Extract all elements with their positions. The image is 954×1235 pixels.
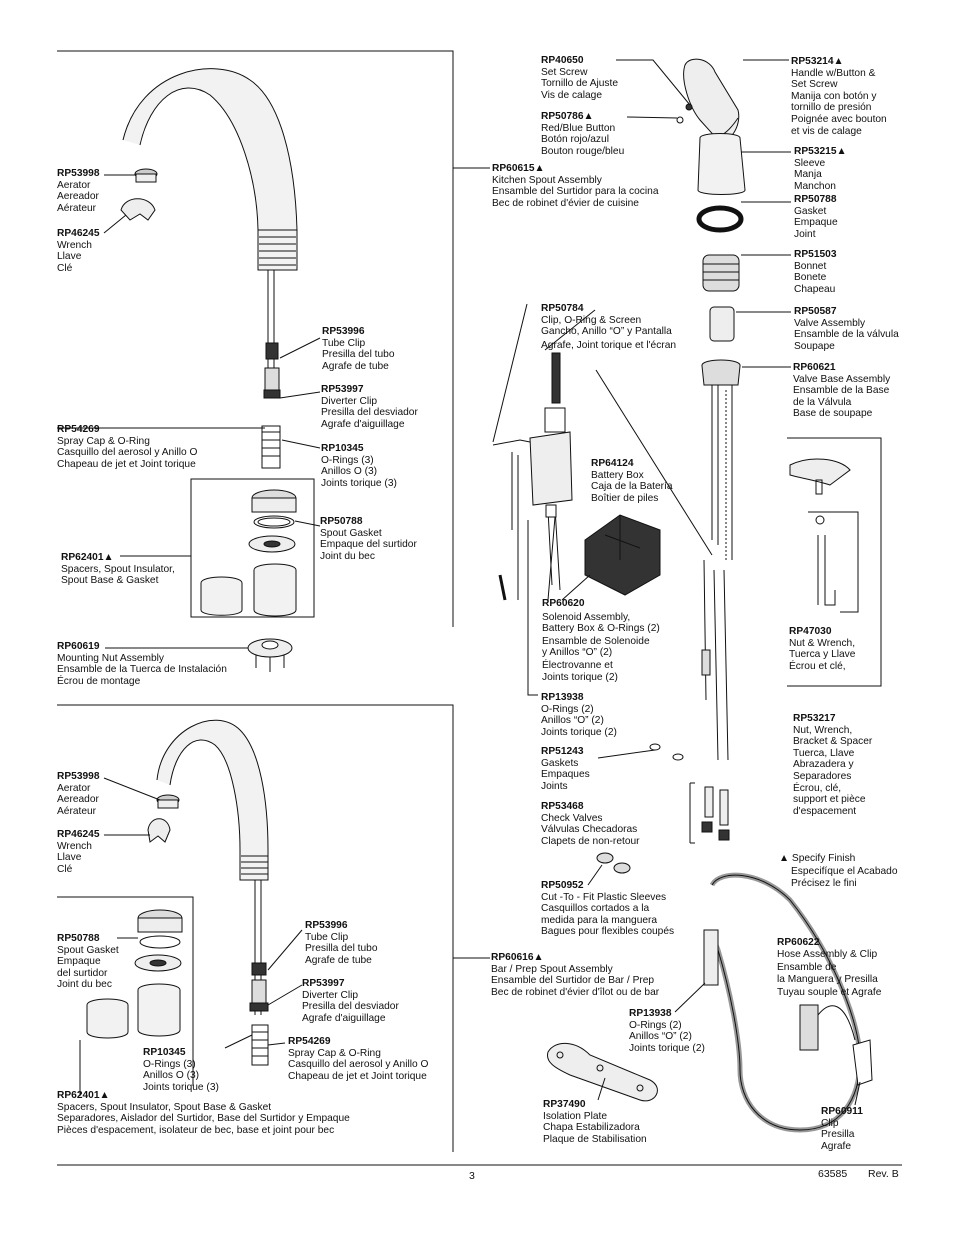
kitchen-spout-illustration xyxy=(120,68,298,469)
leader-lines-right xyxy=(616,59,791,368)
label-o-rings-bottom: RP10345 O-Rings (3) Anillos O (3) Joints… xyxy=(143,1047,219,1093)
label-red-blue-button: RP50786▲ Red/Blue Button Botón rojo/azul… xyxy=(541,111,625,157)
label-o-rings-top: RP10345 O-Rings (3) Anillos O (3) Joints… xyxy=(321,443,397,489)
label-plastic-sleeves: RP50952 Cut -To - Fit Plastic Sleeves Ca… xyxy=(541,880,675,938)
bracket-wrench-illustration xyxy=(789,458,859,613)
spacer-parts-bottom xyxy=(86,909,183,1039)
label-spray-cap-bottom: RP54269 Spray Cap & O-Ring Casquillo del… xyxy=(288,1036,429,1082)
label-nut-bracket-spacer: RP53217 Nut, Wrench, Bracket & Spacer Tu… xyxy=(793,713,873,817)
label-isolation-plate: RP37490 Isolation Plate Chapa Estabiliza… xyxy=(543,1099,647,1145)
label-spout-gasket-bottom: RP50788 Spout Gasket Empaque del surtido… xyxy=(57,933,119,991)
label-gaskets: RP51243 Gaskets Empaques Joints xyxy=(541,746,590,792)
page-number: 3 xyxy=(469,1170,475,1182)
label-valve-assembly: RP50587 Valve Assembly Ensamble de la vá… xyxy=(794,306,899,352)
label-diverter-clip-bottom: RP53997 Diverter Clip Presilla del desvi… xyxy=(302,978,399,1024)
label-o-rings-mid: RP13938 O-Rings (2) Anillos “O” (2) Join… xyxy=(541,692,617,738)
label-kitchen-spout-assembly: RP60615▲ Kitchen Spout Assembly Ensamble… xyxy=(492,163,659,209)
label-diverter-clip-top: RP53997 Diverter Clip Presilla del desvi… xyxy=(321,384,418,430)
document-number: 63585 xyxy=(818,1168,848,1180)
label-solenoid-assembly: RP60620 Solenoid Assembly, Battery Box &… xyxy=(542,598,660,683)
isolation-plate-illustration xyxy=(546,1042,658,1102)
label-mounting-nut: RP60619 Mounting Nut Assembly Ensamble d… xyxy=(57,641,227,687)
label-bar-prep-spout-assembly: RP60616▲ Bar / Prep Spout Assembly Ensam… xyxy=(491,952,660,998)
supply-tubes-illustration xyxy=(649,559,730,844)
label-bonnet: RP51503 Bonnet Bonete Chapeau xyxy=(794,249,837,295)
label-set-screw: RP40650 Set Screw Tornillo de Ajuste Vis… xyxy=(541,55,619,101)
label-hose-clip: RP60911 Clip Presilla Agrafe xyxy=(821,1106,863,1152)
label-spout-gasket-top: RP50788 Spout Gasket Empaque del surtido… xyxy=(320,516,417,562)
label-valve-base: RP60621 Valve Base Assembly Ensamble de … xyxy=(793,362,891,420)
bar-prep-spout-illustration xyxy=(147,719,269,1066)
label-wrench-top: RP46245 Wrench Llave Clé xyxy=(57,228,100,274)
label-hose-assembly: RP60622 Hose Assembly & Clip Ensamble de… xyxy=(777,937,882,999)
label-o-rings-hose: RP13938 O-Rings (2) Anillos “O” (2) Join… xyxy=(629,1008,705,1054)
label-specify-finish: ▲ Specify Finish Especifíque el Acabado … xyxy=(779,853,898,890)
label-spacers-bottom: RP62401▲ Spacers, Spout Insulator, Spout… xyxy=(57,1090,350,1136)
label-nut-wrench: RP47030 Nut & Wrench, Tuerca y Llave Écr… xyxy=(789,626,856,672)
label-spacers-top: RP62401▲ Spacers, Spout Insulator, Spout… xyxy=(61,552,175,587)
revision: Rev. B xyxy=(868,1168,899,1180)
label-spray-cap-top: RP54269 Spray Cap & O-Ring Casquillo del… xyxy=(57,424,198,470)
label-tube-clip-bottom: RP53996 Tube Clip Presilla del tubo Agra… xyxy=(305,920,378,966)
label-wrench-bottom: RP46245 Wrench Llave Clé xyxy=(57,829,100,875)
label-tube-clip-top: RP53996 Tube Clip Presilla del tubo Agra… xyxy=(322,326,395,372)
label-aerator-top: RP53998 Aerator Aereador Aérateur xyxy=(57,168,100,214)
label-check-valves: RP53468 Check Valves Válvulas Checadoras… xyxy=(541,801,640,847)
label-sleeve: RP53215▲ Sleeve Manja Manchon xyxy=(794,146,847,192)
leader-lines-top xyxy=(57,167,490,649)
plastic-sleeves-illustration xyxy=(587,852,631,886)
label-aerator-bottom: RP53998 Aerator Aereador Aérateur xyxy=(57,771,100,817)
hose-assembly-illustration xyxy=(674,872,873,1133)
label-handle: RP53214▲ Handle w/Button & Set Screw Man… xyxy=(791,56,887,137)
solenoid-battery-illustration xyxy=(492,303,713,759)
label-clip-oring-screen: RP50784 Clip, O-Ring & Screen Gancho, An… xyxy=(541,303,677,351)
label-battery-box: RP64124 Battery Box Caja de la Batería B… xyxy=(591,458,673,504)
frame-lines xyxy=(57,50,902,1166)
valve-stack-illustration xyxy=(676,58,746,560)
leader-lines-bottom xyxy=(103,777,490,1049)
spacer-parts-top xyxy=(200,489,297,672)
label-gasket-right: RP50788 Gasket Empaque Joint xyxy=(794,194,838,240)
